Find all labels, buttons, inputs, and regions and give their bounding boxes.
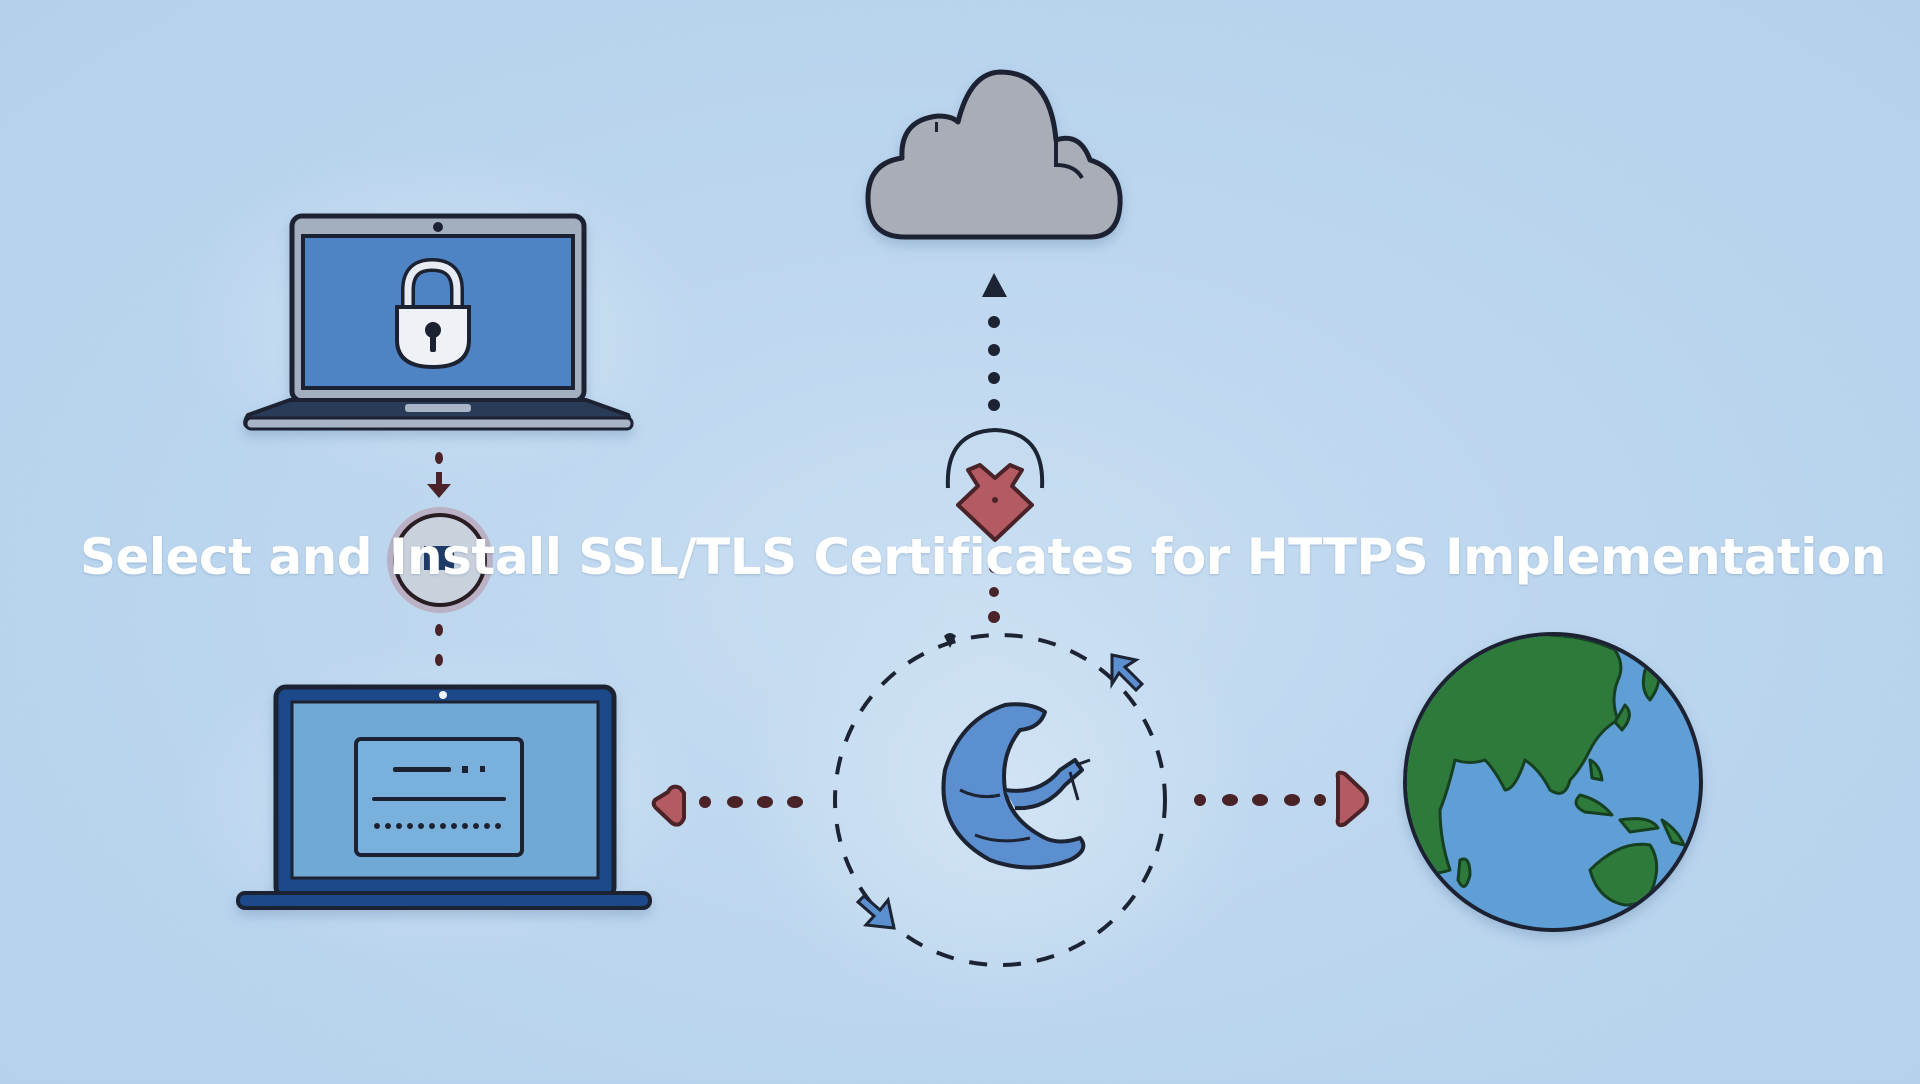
login-laptop-icon <box>236 684 652 910</box>
arrow-right-to-globe <box>1194 770 1369 828</box>
encryption-hub <box>833 633 1167 967</box>
crescent-figure-icon <box>941 702 1091 870</box>
password-form-icon <box>354 737 524 857</box>
globe-icon <box>1403 632 1703 932</box>
arrow-left-to-laptop <box>651 784 803 827</box>
connector-vertical-center <box>982 273 1007 411</box>
cursor-arrow-icon <box>1110 653 1145 693</box>
cloud-icon <box>865 69 1123 240</box>
page-title: Select and Install SSL/TLS Certificates … <box>80 528 1886 586</box>
certificate-badge-icon <box>387 507 493 613</box>
connector-vertical-left <box>427 452 451 666</box>
cursor-arrow-icon-2 <box>855 893 896 930</box>
certificate-ribbon-icon <box>945 427 1045 623</box>
secure-laptop-icon <box>243 213 634 431</box>
padlock-icon <box>395 257 471 370</box>
